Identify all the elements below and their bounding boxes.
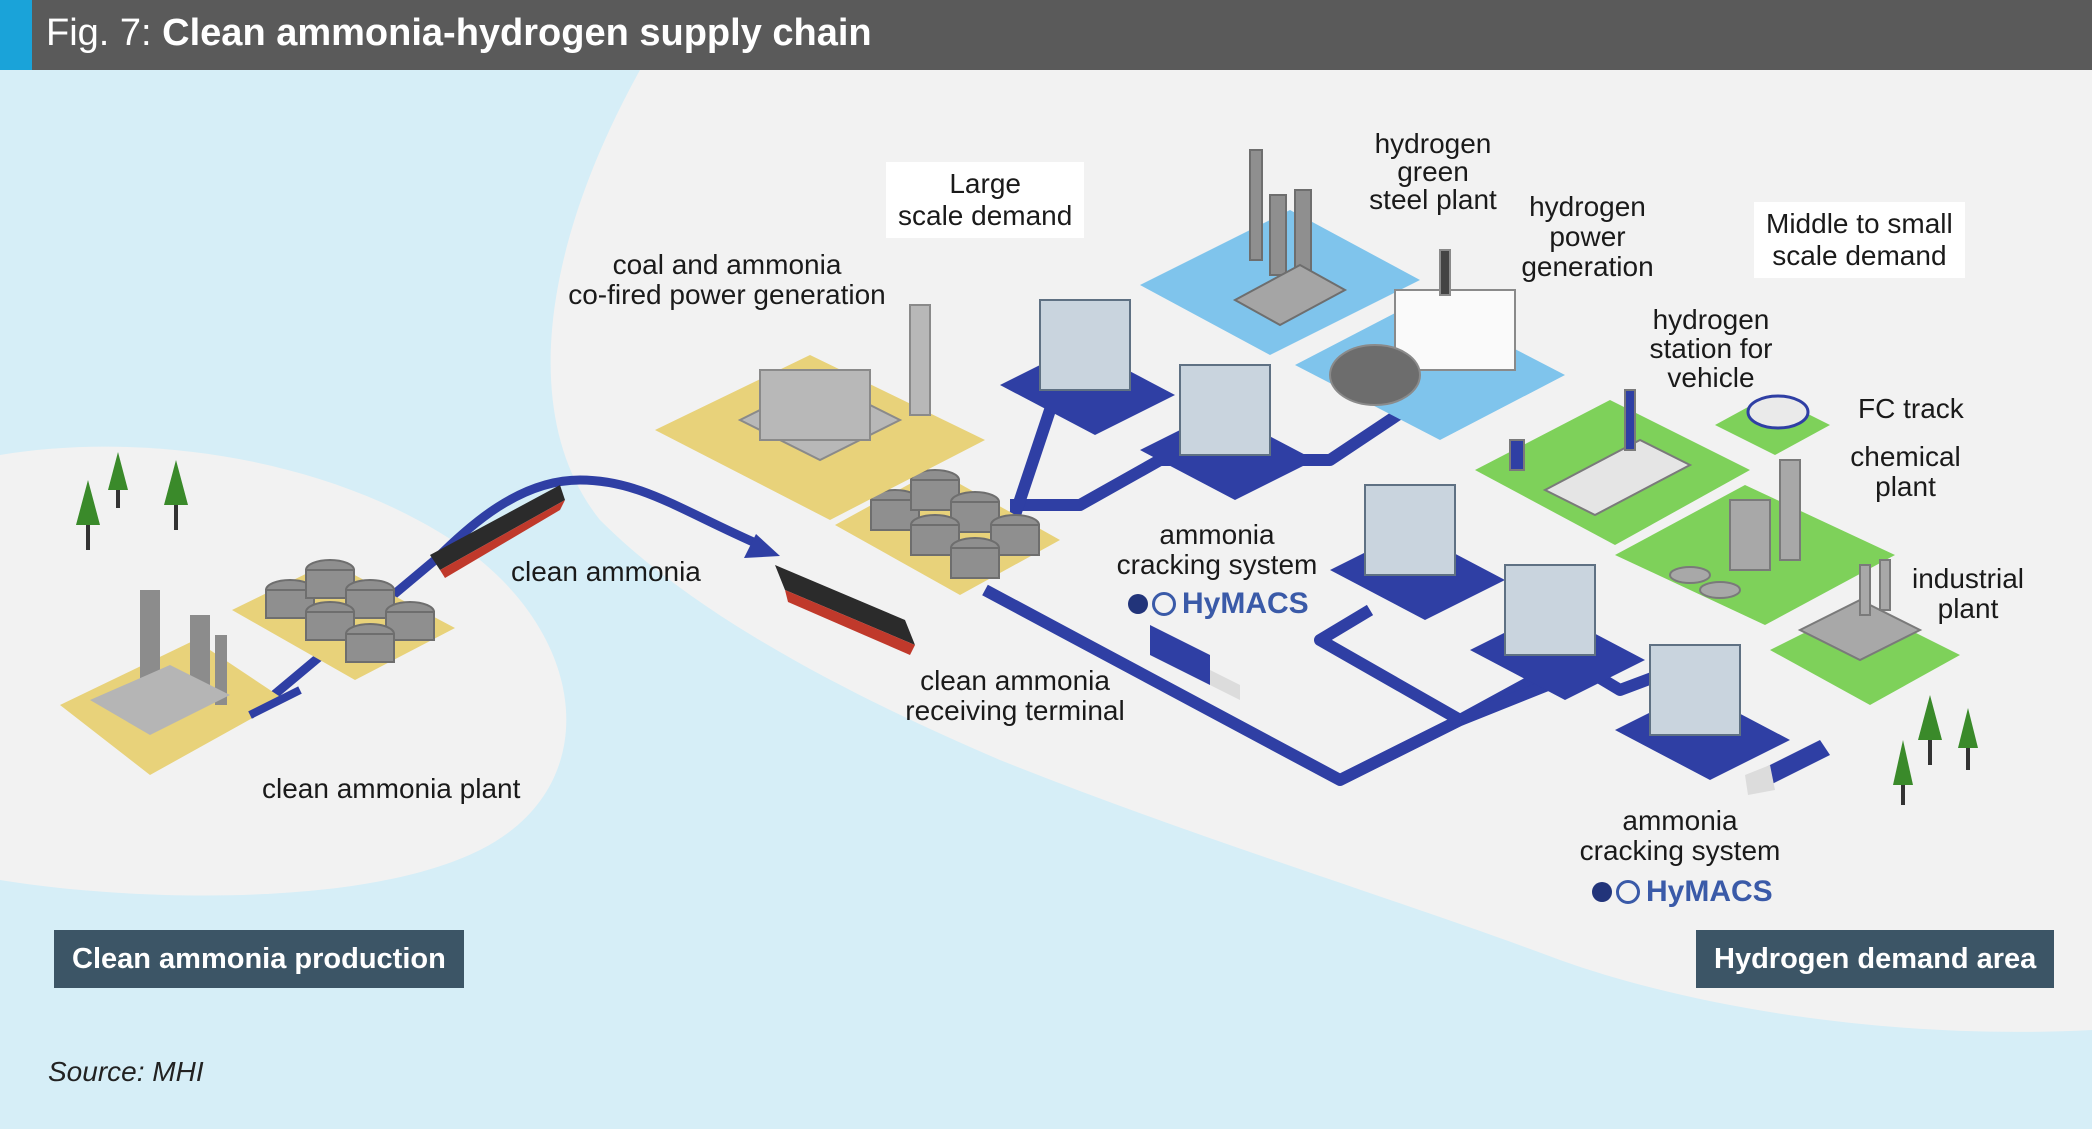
- box-large-line2: scale demand: [898, 200, 1073, 231]
- label-receiving-terminal-line2: receiving terminal: [905, 695, 1125, 726]
- steel-plant-building: [1232, 149, 1348, 327]
- box-large-line1: Large: [949, 168, 1021, 199]
- terminal-tanks: [870, 469, 1040, 579]
- hymacs-dot-icon: [1592, 882, 1612, 902]
- label-green-steel-line1: hydrogen: [1374, 128, 1492, 159]
- label-industrial-line1: industrial: [1911, 563, 2025, 594]
- h2-station-building: [1509, 389, 1693, 517]
- label-industrial-plant: industrial plant: [1908, 564, 2028, 624]
- label-cracking-1-line2: cracking system: [1116, 549, 1318, 580]
- label-cofired-line2: co-fired power generation: [568, 279, 886, 310]
- source-note: Source: MHI: [48, 1056, 204, 1087]
- label-green-steel: hydrogen green steel plant: [1358, 130, 1508, 214]
- label-h2-power-line3: generation: [1521, 251, 1654, 282]
- hymacs-ring-icon: [1616, 880, 1640, 904]
- label-cofired-line1: coal and ammonia: [612, 249, 842, 280]
- label-cofired-power: coal and ammonia co-fired power generati…: [567, 250, 887, 310]
- label-chemical-line2: plant: [1875, 471, 1936, 502]
- label-fc-track: FC track: [1858, 393, 1964, 424]
- cofired-plant-building: [737, 304, 931, 462]
- box-large-scale-demand: Large scale demand: [886, 162, 1085, 238]
- label-h2-station-line2: station for: [1649, 333, 1773, 364]
- demand-coast-land: [550, 70, 2092, 1032]
- figure-title: Fig. 7: Clean ammonia-hydrogen supply ch…: [46, 12, 872, 55]
- label-receiving-terminal-line1: clean ammonia: [920, 665, 1110, 696]
- plant-to-tank-pipe: [248, 686, 302, 719]
- hymacs-dot-icon: [1128, 594, 1148, 614]
- label-green-steel-line2: green: [1397, 156, 1469, 187]
- title-accent: [0, 0, 32, 70]
- label-h2-power-line2: power: [1549, 221, 1626, 252]
- tag-clean-ammonia-production: Clean ammonia production: [54, 930, 464, 988]
- label-cracking-system-2: ammonia cracking system: [1575, 806, 1785, 866]
- industrial-plant-building: [1797, 559, 1923, 662]
- label-clean-ammonia-plant: clean ammonia plant: [262, 773, 521, 804]
- tree-icons: [76, 452, 1978, 805]
- figure-number: Fig. 7:: [46, 12, 152, 54]
- truck-icons: [1150, 625, 1830, 795]
- hymacs-brand-text: HyMACS: [1182, 587, 1309, 620]
- label-h2-power: hydrogen power generation: [1515, 192, 1660, 282]
- label-receiving-terminal: clean ammonia receiving terminal: [905, 666, 1125, 726]
- label-cracking-system-1: ammonia cracking system: [1112, 520, 1322, 580]
- production-island-land: [0, 446, 567, 896]
- shipping-route-arrow: [744, 534, 780, 558]
- label-h2-station-line1: hydrogen: [1652, 304, 1770, 335]
- label-cracking-2-line1: ammonia: [1622, 805, 1738, 836]
- cracking-units-group-1: [1000, 299, 1315, 500]
- ammonia-plant-building: [90, 590, 230, 735]
- chemical-plant-building: [1669, 459, 1801, 599]
- title-bar: Fig. 7: Clean ammonia-hydrogen supply ch…: [0, 0, 2092, 70]
- fc-vehicle-icon: [1746, 394, 1810, 430]
- box-middle-small-demand: Middle to small scale demand: [1754, 202, 1965, 278]
- hymacs-logo-1: HyMACS: [1128, 587, 1309, 621]
- shipping-route-line: [247, 475, 762, 719]
- label-cracking-1-line1: ammonia: [1159, 519, 1275, 550]
- hymacs-ring-icon: [1152, 592, 1176, 616]
- box-middle-line2: scale demand: [1772, 240, 1947, 271]
- cracking-units-group-2: [1330, 484, 1790, 780]
- hymacs-logo-2: HyMACS: [1592, 875, 1773, 909]
- label-green-steel-line3: steel plant: [1369, 184, 1497, 215]
- label-chemical-line1: chemical: [1850, 441, 1961, 472]
- label-clean-ammonia: clean ammonia: [511, 556, 701, 587]
- label-cracking-2-line2: cracking system: [1579, 835, 1781, 866]
- box-middle-line1: Middle to small: [1766, 208, 1953, 239]
- label-chemical-plant: chemical plant: [1843, 442, 1968, 502]
- figure-title-text: Clean ammonia-hydrogen supply chain: [162, 12, 872, 54]
- h2-power-building: [1329, 249, 1516, 406]
- ship-icons: [430, 485, 915, 655]
- label-h2-station-line3: vehicle: [1667, 362, 1755, 393]
- hymacs-brand-text: HyMACS: [1646, 875, 1773, 908]
- production-tanks: [265, 559, 435, 663]
- label-industrial-line2: plant: [1937, 593, 1999, 624]
- tag-hydrogen-demand-area: Hydrogen demand area: [1696, 930, 2055, 988]
- label-h2-power-line1: hydrogen: [1529, 191, 1646, 222]
- label-h2-station: hydrogen station for vehicle: [1636, 305, 1786, 392]
